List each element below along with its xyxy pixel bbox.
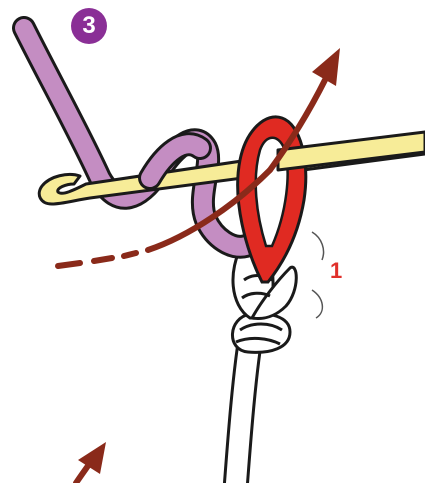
motion-marks [312,232,324,318]
loop-count-label: 1 [330,258,342,284]
chain-tail [236,340,250,483]
step-number-badge: 3 [71,8,107,44]
direction-arrow-bottom-icon [76,442,106,483]
